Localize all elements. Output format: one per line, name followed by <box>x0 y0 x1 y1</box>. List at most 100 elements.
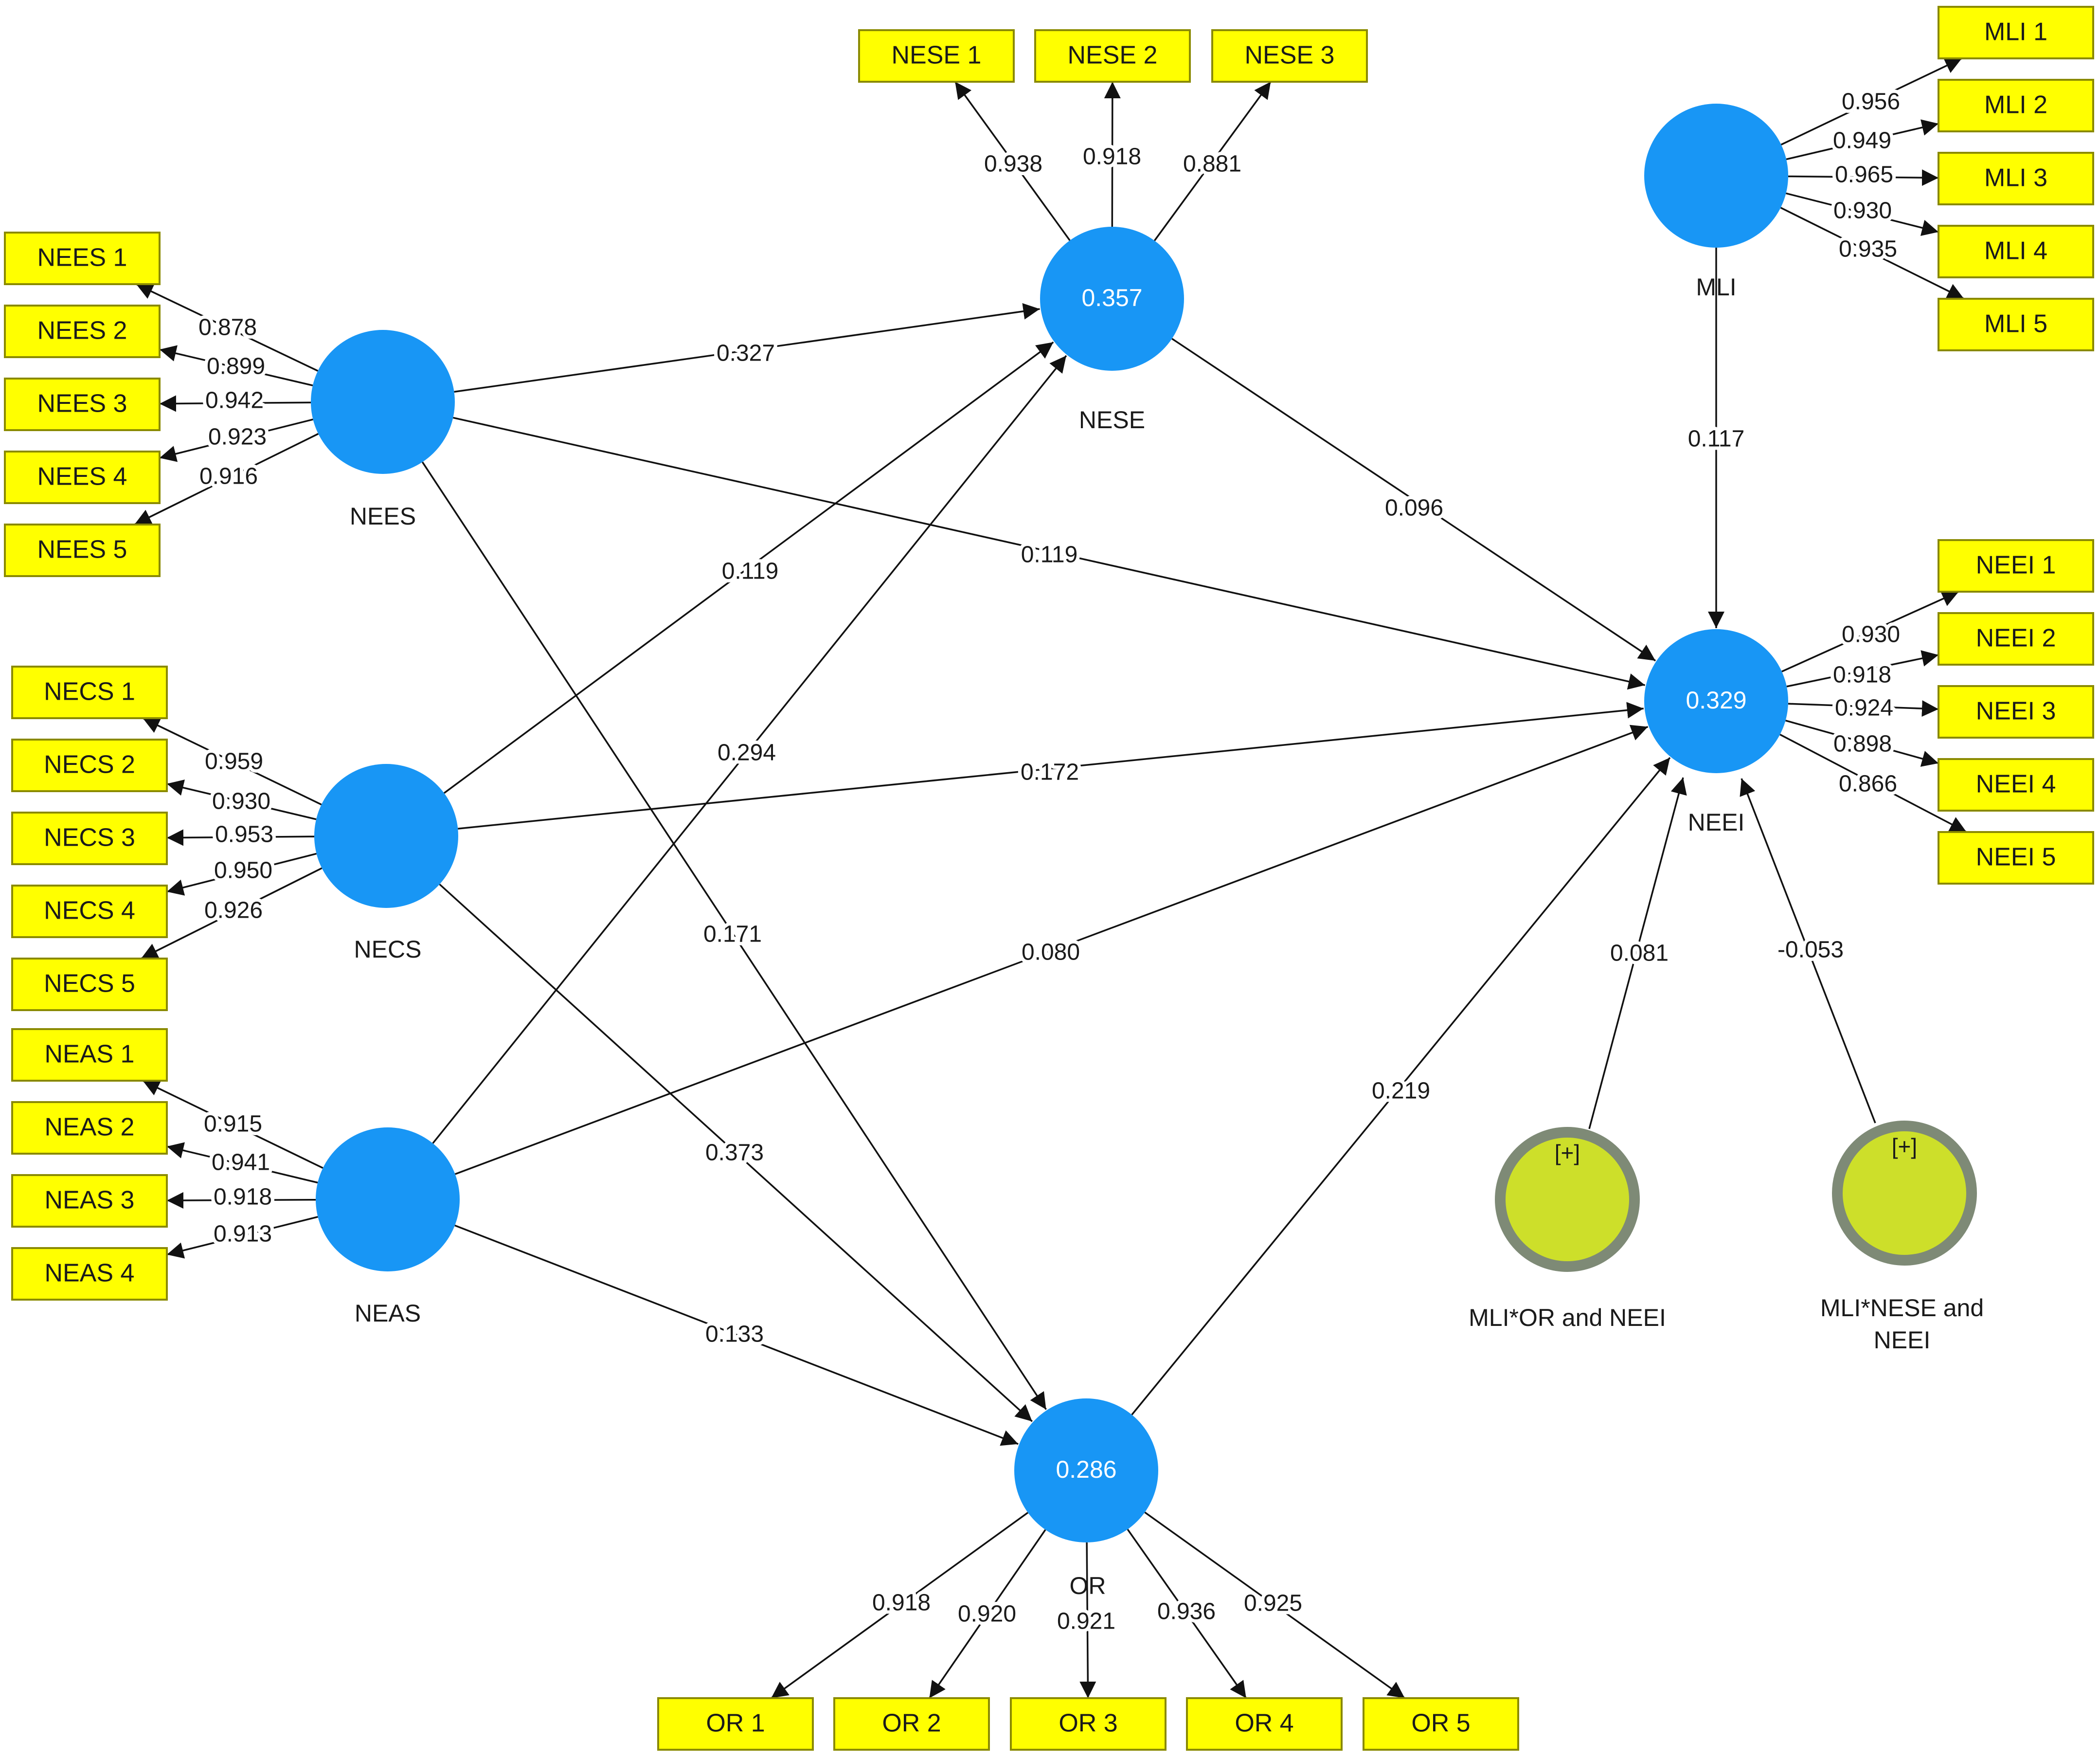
loading-value: 0.959 <box>205 749 263 775</box>
indicator-box <box>1034 29 1191 83</box>
loading-value: 0.918 <box>1833 662 1891 688</box>
indicator-label: NEEI 2 <box>1976 624 2056 652</box>
indicator-box <box>4 524 161 577</box>
indicator-nees5[interactable]: NEES 5 <box>4 524 161 577</box>
indicator-box <box>11 958 168 1011</box>
indicator-mli4[interactable]: MLI 4 <box>1938 225 2094 278</box>
indicator-box <box>1938 612 2094 666</box>
loading-value: 0.936 <box>1157 1599 1216 1625</box>
loading-arrow-nees1 <box>136 283 319 372</box>
path-necs-or <box>439 884 1033 1422</box>
construct-nees[interactable] <box>311 330 455 474</box>
labels-layer: 0.8780.8990.9420.9230.9160.9590.9300.953… <box>195 86 1984 1638</box>
indicator-label: NECS 3 <box>44 824 135 852</box>
loading-arrow-necs3 <box>166 829 315 846</box>
indicator-necs4[interactable]: NECS 4 <box>11 885 168 938</box>
indicator-box <box>1938 6 2094 59</box>
construct-circle <box>316 1127 460 1271</box>
indicator-neas3[interactable]: NEAS 3 <box>11 1174 168 1228</box>
path-coefficient: 0.119 <box>722 559 779 584</box>
indicator-nese3[interactable]: NESE 3 <box>1211 29 1368 83</box>
indicator-label: MLI 2 <box>1984 91 2047 119</box>
indicator-necs2[interactable]: NECS 2 <box>11 739 168 792</box>
path-coefficient: 0.373 <box>705 1140 764 1166</box>
construct-neei[interactable]: 0.329 <box>1644 629 1788 773</box>
indicator-label: NEEI 1 <box>1976 551 2056 580</box>
loading-arrow-or1 <box>771 1512 1029 1699</box>
indicator-label: NEAS 2 <box>45 1113 135 1142</box>
indicator-necs3[interactable]: NECS 3 <box>11 812 168 865</box>
path-mod2-neei <box>1740 778 1876 1124</box>
construct-necs[interactable] <box>314 764 458 908</box>
moderator-circle <box>1832 1121 1977 1266</box>
indicator-box <box>1938 152 2094 205</box>
indicator-nees2[interactable]: NEES 2 <box>4 305 161 358</box>
r-squared-value: 0.329 <box>1686 687 1746 714</box>
indicator-label: MLI 3 <box>1984 164 2047 192</box>
indicator-label: NEEI 5 <box>1976 843 2056 871</box>
loading-value: 0.878 <box>198 315 257 341</box>
indicator-box <box>4 451 161 504</box>
indicator-neei4[interactable]: NEEI 4 <box>1938 758 2094 812</box>
path-coefficient: 0.327 <box>717 341 775 366</box>
path-mod1-neei <box>1588 777 1687 1129</box>
expand-plus-icon: [+] <box>1555 1140 1580 1165</box>
indicator-nees3[interactable]: NEES 3 <box>4 378 161 431</box>
loading-arrow-nese2 <box>1104 81 1121 227</box>
loading-value: 0.918 <box>1083 144 1141 170</box>
moderator-mod2[interactable]: [+] <box>1832 1121 1977 1266</box>
loading-value: 0.938 <box>984 151 1042 177</box>
path-neas-nese <box>432 355 1067 1144</box>
construct-nese[interactable]: 0.357 <box>1040 227 1184 371</box>
indicator-nese1[interactable]: NESE 1 <box>858 29 1015 83</box>
indicator-mli1[interactable]: MLI 1 <box>1938 6 2094 59</box>
indicator-necs1[interactable]: NECS 1 <box>11 666 168 719</box>
loading-arrow-neas1 <box>142 1080 323 1169</box>
indicator-box <box>1938 225 2094 278</box>
loading-arrow-necs2 <box>166 779 317 820</box>
indicator-necs5[interactable]: NECS 5 <box>11 958 168 1011</box>
indicator-box <box>11 666 168 719</box>
loading-value: 0.930 <box>212 789 270 815</box>
indicator-box <box>11 1028 168 1082</box>
indicator-or2[interactable]: OR 2 <box>833 1697 990 1751</box>
construct-neas[interactable] <box>316 1127 460 1271</box>
indicator-neei1[interactable]: NEEI 1 <box>1938 539 2094 593</box>
indicator-box <box>833 1697 990 1751</box>
path-coefficient: 0.172 <box>1021 760 1079 785</box>
indicator-or1[interactable]: OR 1 <box>657 1697 814 1751</box>
construct-or[interactable]: 0.286 <box>1014 1398 1158 1542</box>
nodes-layer: 0.357 0.286 0.329 [+] [+] <box>311 104 1977 1542</box>
loading-arrow-neei1 <box>1781 591 1959 672</box>
indicator-box <box>11 1174 168 1228</box>
indicator-label: OR 4 <box>1235 1709 1293 1738</box>
indicator-mli2[interactable]: MLI 2 <box>1938 79 2094 132</box>
indicator-neei3[interactable]: NEEI 3 <box>1938 685 2094 739</box>
indicator-neas1[interactable]: NEAS 1 <box>11 1028 168 1082</box>
indicator-neas4[interactable]: NEAS 4 <box>11 1247 168 1301</box>
indicator-label: OR 1 <box>706 1709 765 1738</box>
loading-value: 0.965 <box>1835 162 1893 188</box>
indicator-mli5[interactable]: MLI 5 <box>1938 298 2094 351</box>
indicator-neas2[interactable]: NEAS 2 <box>11 1101 168 1155</box>
moderator-mod1[interactable]: [+] <box>1495 1127 1640 1272</box>
loading-value: 0.913 <box>214 1221 272 1247</box>
path-coefficient: 0.294 <box>718 740 776 766</box>
indicator-neei2[interactable]: NEEI 2 <box>1938 612 2094 666</box>
indicator-label: NECS 4 <box>44 897 135 925</box>
indicator-nees4[interactable]: NEES 4 <box>4 451 161 504</box>
indicator-nese2[interactable]: NESE 2 <box>1034 29 1191 83</box>
loading-value: 0.923 <box>208 424 267 450</box>
indicator-or4[interactable]: OR 4 <box>1186 1697 1343 1751</box>
indicator-or5[interactable]: OR 5 <box>1363 1697 1519 1751</box>
indicator-label: OR 5 <box>1411 1709 1470 1738</box>
construct-name: NEES <box>350 503 416 530</box>
moderator-name: MLI*OR and NEEI <box>1469 1304 1666 1331</box>
indicator-mli3[interactable]: MLI 3 <box>1938 152 2094 205</box>
indicator-neei5[interactable]: NEEI 5 <box>1938 831 2094 885</box>
construct-mli[interactable] <box>1644 104 1788 248</box>
loading-value: 0.881 <box>1183 151 1241 177</box>
indicator-or3[interactable]: OR 3 <box>1010 1697 1167 1751</box>
indicator-nees1[interactable]: NEES 1 <box>4 232 161 285</box>
